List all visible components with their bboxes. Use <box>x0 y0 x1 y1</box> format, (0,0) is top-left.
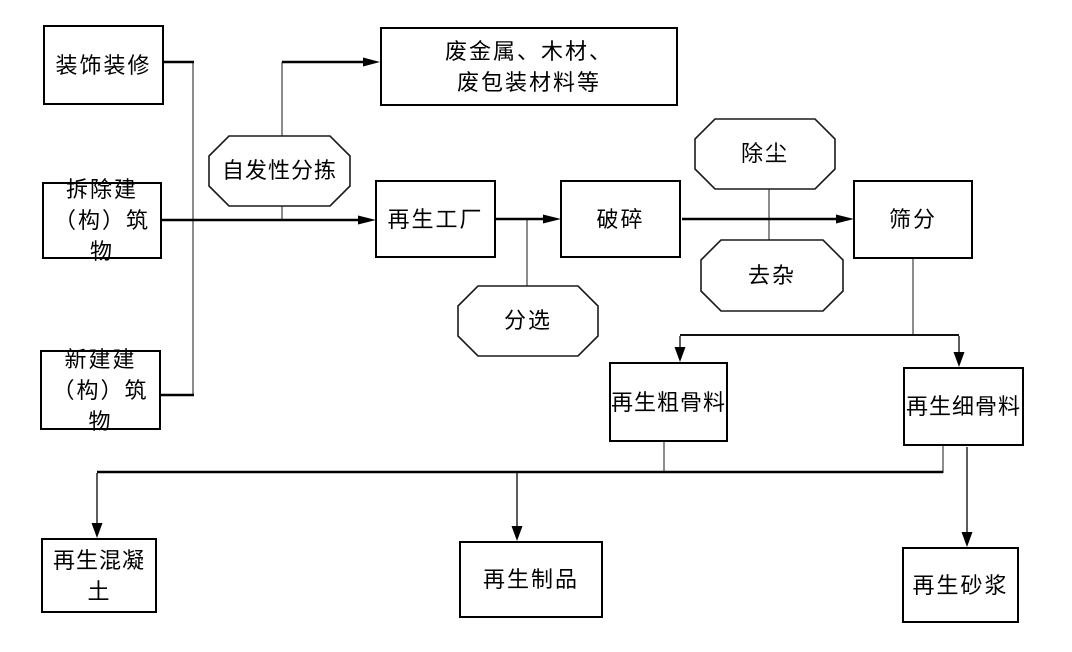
arrowhead-screening <box>836 214 854 224</box>
node-coarse-aggregate: 再生粗骨料 <box>609 362 728 442</box>
node-impurity-removal-shape <box>700 239 844 312</box>
node-recycling-plant: 再生工厂 <box>375 180 496 258</box>
arrowhead-recycling-plant <box>358 215 376 225</box>
node-fine-aggregate: 再生细骨料 <box>903 367 1024 446</box>
arrowhead-waste-materials <box>363 57 380 67</box>
arrowhead-fine-aggregate <box>953 352 965 367</box>
node-screening: 筛分 <box>853 180 973 259</box>
node-spontaneous-sorting-shape <box>208 135 351 207</box>
node-recycled-concrete: 再生混凝土 <box>41 538 157 613</box>
node-demolition: 拆除建 （构）筑物 <box>42 177 162 264</box>
node-recycled-products: 再生制品 <box>459 541 603 618</box>
node-sorting-shape <box>457 285 599 357</box>
node-recycled-mortar: 再生砂浆 <box>902 547 1019 623</box>
arrowhead-recycled-mortar <box>961 532 973 547</box>
arrowhead-recycled-products <box>511 526 523 541</box>
node-decoration: 装饰装修 <box>43 25 164 105</box>
arrowhead-crushing <box>543 214 561 224</box>
arrowhead-recycled-concrete <box>91 523 103 538</box>
arrowhead-coarse-aggregate <box>674 347 686 362</box>
node-dust-removal-shape <box>694 118 836 190</box>
node-waste-materials: 废金属、木材、 废包装材料等 <box>380 27 678 106</box>
node-crushing: 破碎 <box>560 180 681 258</box>
node-new-construction: 新建建 （构）筑物 <box>40 347 161 434</box>
